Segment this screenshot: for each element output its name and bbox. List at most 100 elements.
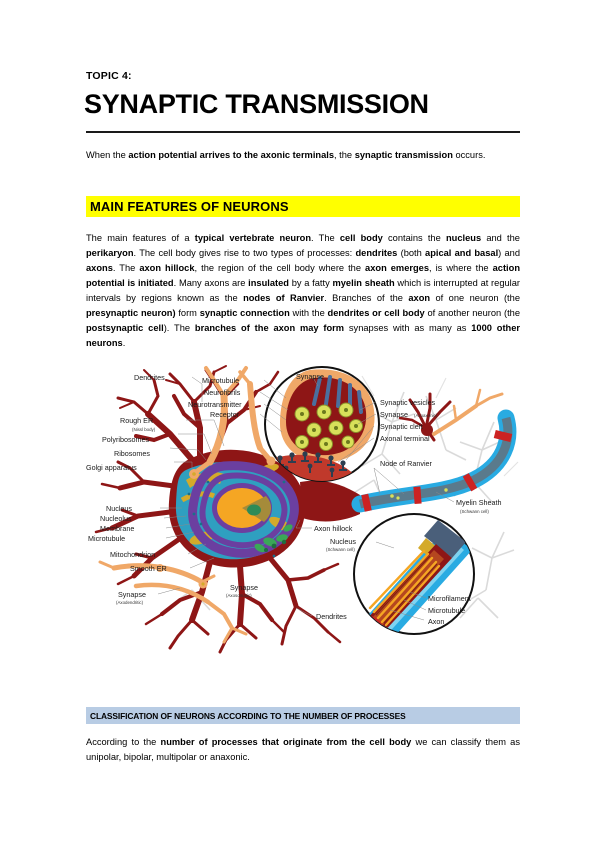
label-myelin-sheath-sub: (Schwann cell) — [460, 509, 489, 514]
p-b1: typical vertebrate neuron — [194, 233, 312, 243]
p-s14: . Branches of the — [324, 293, 409, 304]
label-rough-er-sub: (Nissl body) — [132, 427, 156, 432]
label-microfilament: Microfilament — [428, 594, 471, 603]
label-nucleus-schwann: Nucleus — [330, 537, 356, 546]
label-synapse-inset: Synapse — [296, 372, 324, 381]
title-divider — [86, 131, 520, 133]
p-s19: ). The — [163, 323, 195, 334]
label-synapse-axodendritic: Synapse — [118, 590, 146, 599]
label-golgi: Golgi apparatus — [86, 463, 137, 472]
p-b12: myelin sheath — [332, 278, 395, 289]
label-node-of-ranvier: Node of Ranvier — [380, 459, 433, 468]
label-microtubule-soma: Microtubule — [88, 534, 125, 543]
label-rough-er: Rough ER — [120, 416, 153, 425]
label-dendrites-bottom: Dendrites — [316, 612, 347, 621]
label-ribosomes: Ribosomes — [114, 449, 150, 458]
axon-hillock-shape — [300, 480, 360, 522]
topic-label: TOPIC 4: — [86, 70, 132, 82]
p-s5: . The cell body gives rise to two types … — [133, 248, 356, 259]
ghost-neuron-network — [169, 391, 515, 619]
label-nucleolus: Nucleolus — [100, 514, 132, 523]
label-nucleus: Nucleus — [106, 504, 132, 513]
c-s2: we can classify them as unipolar, bipola… — [86, 737, 520, 763]
c-b1: number of processes that originate from … — [160, 737, 412, 747]
soma-interior — [175, 461, 299, 560]
p-s3: contains the — [382, 233, 446, 243]
p-b2: cell body — [339, 233, 383, 243]
label-microtubule-inset: Microtubule — [202, 376, 239, 385]
axon-terminal-orange — [432, 388, 504, 436]
p-s4: and the — [481, 233, 520, 243]
intro-paragraph: When the action potential arrives to the… — [86, 149, 520, 163]
p-b20: 1000 other neurons — [86, 323, 521, 349]
label-microtubule-axon: Microtubule — [428, 606, 465, 615]
p-b15: presynaptic neuron) — [86, 308, 176, 319]
label-axon-hillock: Axon hillock — [314, 524, 353, 533]
p-b10: action potential is initiated — [86, 263, 521, 289]
section-heading-main-features: MAIN FEATURES OF NEURONS — [86, 196, 520, 217]
intro-text-1: When the — [86, 150, 129, 160]
intro-bold-2: synaptic transmission — [354, 150, 453, 160]
p-s6: (both — [397, 248, 426, 259]
c-s1: According to the — [86, 737, 161, 747]
section-heading-classification: CLASSIFICATION OF NEURONS ACCORDING TO T… — [86, 707, 520, 724]
label-synapse-axosomatic-sub: (Axosomatic) — [226, 593, 252, 598]
p-b7: axons — [86, 263, 113, 274]
label-axon: Axon — [428, 617, 444, 626]
label-polyribosomes: Polyribosomes — [102, 435, 150, 444]
main-features-paragraph: The main features of a typical vertebrat… — [86, 231, 520, 351]
p-s2: . The — [311, 233, 340, 243]
label-receptor: Receptor — [210, 410, 240, 419]
label-smooth-er: Smooth ER — [130, 564, 167, 573]
p-s12: by a fatty — [288, 278, 333, 289]
partner-neuron — [398, 392, 452, 442]
p-s16: form — [175, 308, 200, 319]
p-s18: of another neuron (the — [424, 308, 521, 319]
p-s20: synapses with as many as — [344, 323, 472, 334]
p-s9: , the region of the cell body where the — [194, 263, 366, 274]
p-b11: insulated — [248, 278, 289, 289]
p-s8: . The — [112, 263, 140, 274]
p-s1: The main features of a — [86, 233, 195, 243]
p-s13: which is interrupted at regular interval… — [86, 278, 520, 304]
label-neurotransmitter: Neurotransmitter — [188, 400, 242, 409]
p-b4: perikaryon — [86, 248, 134, 259]
p-b6: apical and basal — [425, 248, 499, 259]
section-heading-classification-label: CLASSIFICATION OF NEURONS ACCORDING TO T… — [90, 710, 406, 721]
p-s11: . Many axons are — [173, 278, 249, 289]
p-s21: . — [122, 338, 126, 349]
label-synapse-axoaxonic-sub: (Axoaxonic) — [414, 413, 438, 418]
label-nucleus-schwann-sub: (Schwann cell) — [326, 547, 355, 552]
label-synapse-axodendritic-sub: (Axodendritic) — [116, 600, 144, 605]
label-dendrites-top: Dendrites — [134, 373, 165, 382]
label-leader-lines — [157, 375, 455, 621]
label-synaptic-cleft: Synaptic cleft — [380, 422, 423, 431]
p-b9: axon emerges — [365, 263, 430, 274]
label-membrane: Membrane — [100, 524, 134, 533]
p-s17: with the — [289, 308, 328, 319]
label-axonal-terminal: Axonal terminal — [380, 434, 430, 443]
myelin-inset — [353, 513, 475, 635]
p-b18: postsynaptic cell — [86, 323, 164, 334]
p-b13: nodes of Ranvier — [243, 293, 325, 304]
myelinated-axon — [351, 409, 517, 513]
label-neurofibrils: Neurofibrils — [204, 388, 241, 397]
intro-text-2: , the — [334, 150, 355, 160]
p-b19: branches of the axon may form — [194, 323, 345, 334]
page-title: SYNAPTIC TRANSMISSION — [84, 89, 429, 119]
p-b3: nucleus — [445, 233, 482, 243]
label-synapse-axosomatic: Synapse — [230, 583, 258, 592]
section-heading-main-features-label: MAIN FEATURES OF NEURONS — [90, 199, 289, 214]
neuron-anatomy-figure: Dendrites Rough ER (Nissl body) Polyribo… — [74, 362, 530, 654]
p-s10: , is where the — [429, 263, 493, 274]
label-synapse-axoaxonic: Synapse — [380, 410, 408, 419]
intro-text-3: occurs. — [452, 150, 486, 160]
p-s7: ) and — [498, 248, 520, 259]
p-b8: axon hillock — [139, 263, 195, 274]
synapse-inset — [264, 366, 380, 482]
nodes-of-ranvier — [361, 429, 513, 512]
p-s15: of one neuron (the — [430, 293, 520, 304]
classification-paragraph: According to the number of processes tha… — [86, 735, 520, 765]
figure-labels: Dendrites Rough ER (Nissl body) Polyribo… — [86, 372, 502, 626]
